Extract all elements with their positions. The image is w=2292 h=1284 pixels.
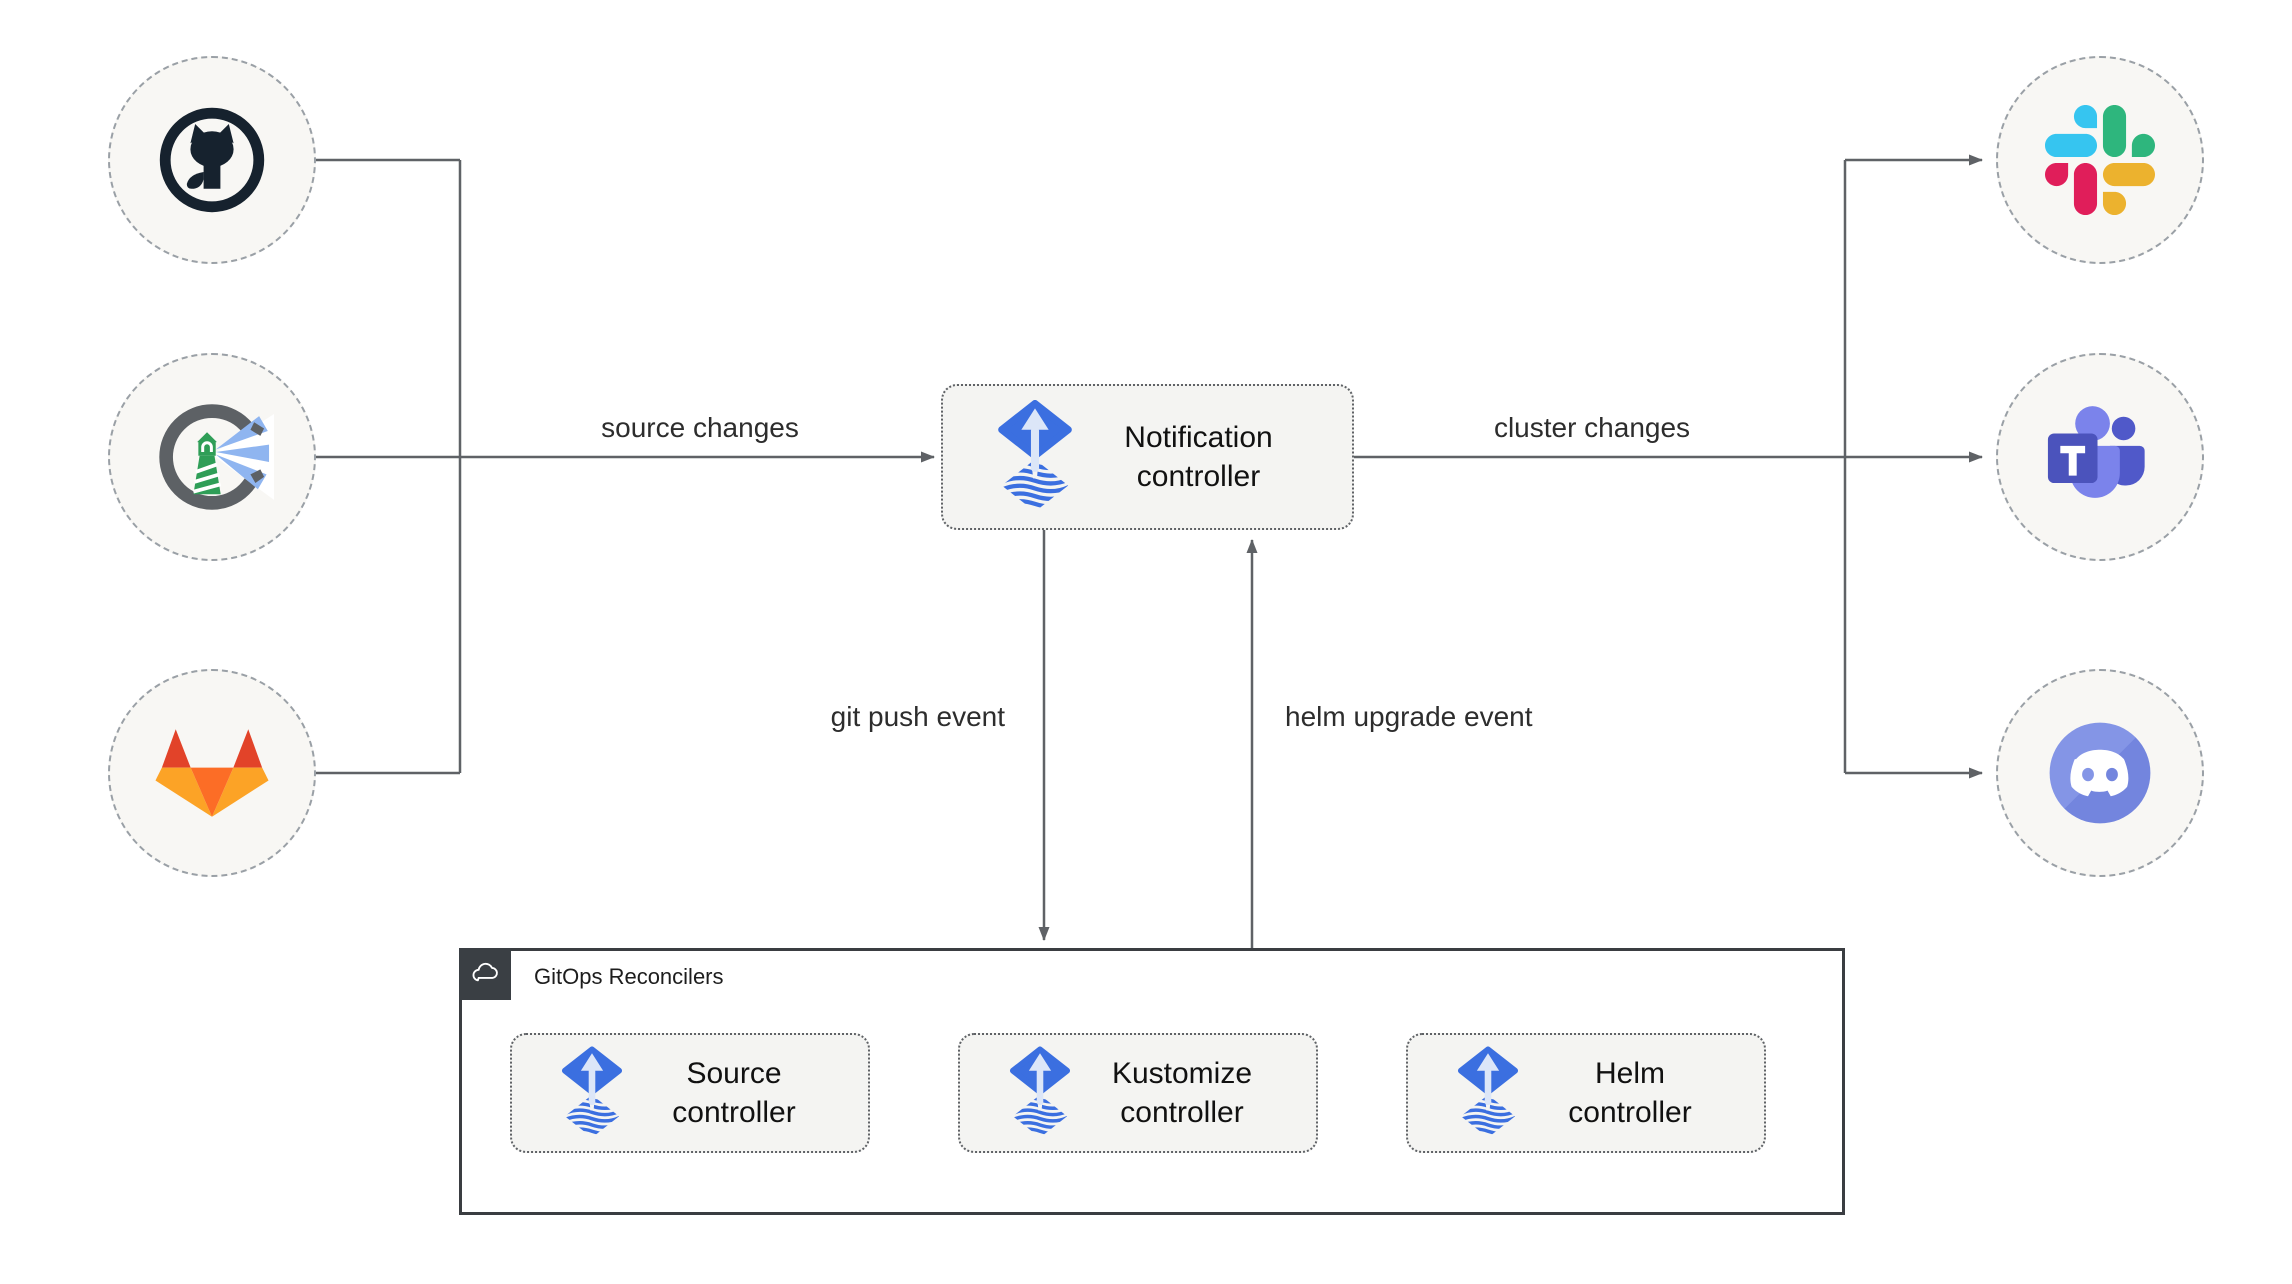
node-github <box>108 56 316 264</box>
node-slack <box>1996 56 2204 264</box>
node-microsoft-teams <box>1996 353 2204 561</box>
edge-label-helm-upgrade-event: helm upgrade event <box>1285 701 1533 732</box>
gitlab-icon <box>155 729 269 817</box>
flux-icon <box>561 1046 623 1140</box>
node-kustomize-controller: Kustomize controller <box>958 1033 1318 1153</box>
harbor-icon <box>159 404 274 510</box>
node-harbor <box>108 353 316 561</box>
flux-icon <box>997 400 1073 514</box>
edge-label-git-push-event: git push event <box>830 701 1005 732</box>
edge-label-cluster-changes: cluster changes <box>1493 412 1691 443</box>
kustomize-controller-label: Kustomize controller <box>1111 1057 1253 1129</box>
edge-label-source-changes: source changes <box>601 412 799 443</box>
source-controller-label: Source controller <box>672 1057 796 1129</box>
group-header-chip <box>459 948 511 1000</box>
group-gitops-reconcilers: GitOps Reconcilers Source controller Kus… <box>459 948 1845 1215</box>
node-discord <box>1996 669 2204 877</box>
flux-icon <box>1009 1046 1071 1140</box>
node-source-controller: Source controller <box>510 1033 870 1153</box>
microsoft-teams-icon <box>2047 406 2145 498</box>
slack-icon <box>2045 105 2155 215</box>
group-title: GitOps Reconcilers <box>534 964 724 989</box>
flux-icon <box>1457 1046 1519 1140</box>
helm-controller-label: Helm controller <box>1568 1057 1692 1129</box>
node-gitlab <box>108 669 316 877</box>
notification-controller-label: Notification controller <box>1124 421 1273 493</box>
node-helm-controller: Helm controller <box>1406 1033 1766 1153</box>
github-icon <box>159 107 265 213</box>
discord-icon <box>2049 722 2151 824</box>
cloud-icon <box>472 962 498 982</box>
node-notification-controller: Notification controller <box>941 384 1354 530</box>
